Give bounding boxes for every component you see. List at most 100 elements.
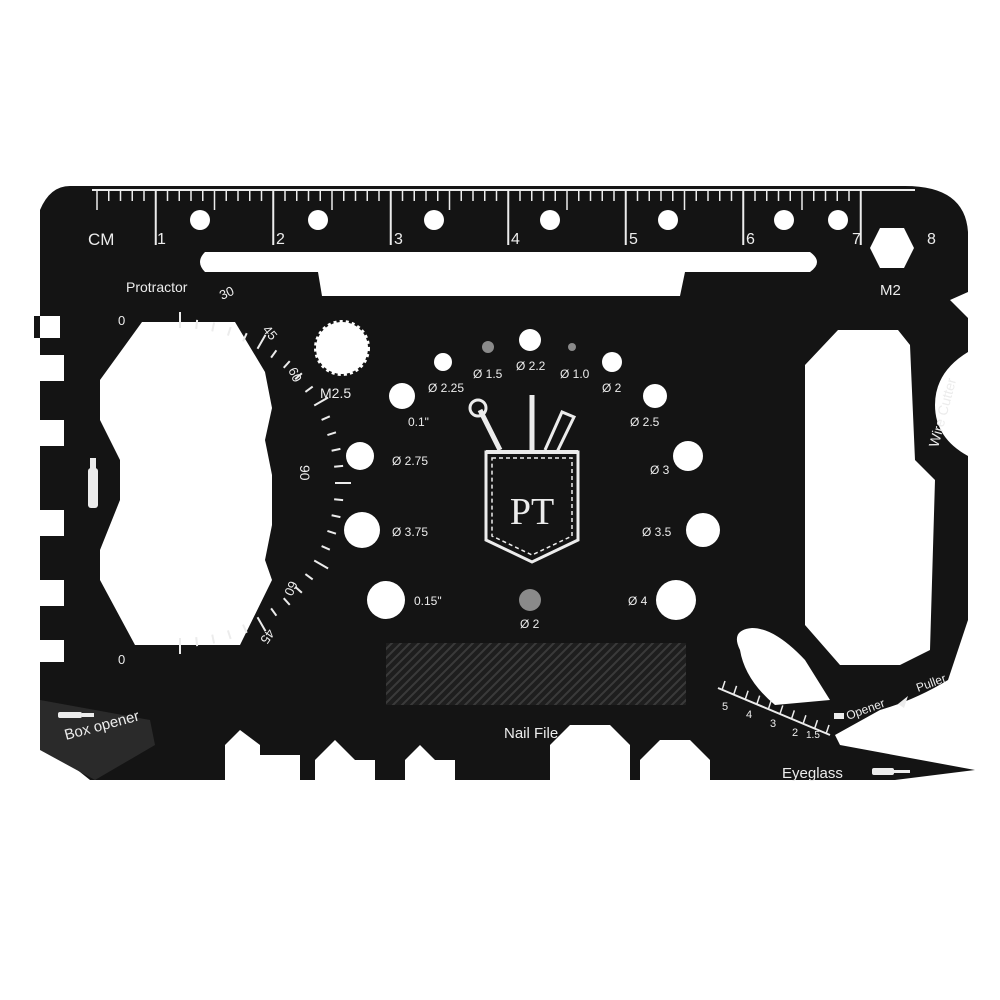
protractor-tick xyxy=(256,616,267,632)
wrench-scale xyxy=(717,680,831,736)
ruler-unit-label: CM xyxy=(88,230,114,249)
wrench-scale-number: 2 xyxy=(792,727,798,739)
wrench-scale-tick xyxy=(790,710,796,720)
gauge-labels: Ø 2.25 Ø 1.5 Ø 2.2 Ø 1.0 Ø 2 0.1" Ø 2.5 … xyxy=(392,359,672,631)
wrench-scale-tick xyxy=(744,690,749,701)
wrench-scale-number: 1.5 xyxy=(806,730,820,741)
logo-text: PT xyxy=(510,491,554,533)
protractor-tick xyxy=(226,630,232,640)
protractor-tick xyxy=(313,559,329,570)
protractor-tick xyxy=(242,332,248,342)
hole-label: Ø 3 xyxy=(650,463,670,477)
ruler: CM 1 2 3 4 5 6 7 8 xyxy=(88,189,936,249)
protractor-tick xyxy=(327,431,337,437)
protractor-tick xyxy=(313,396,329,407)
nail-file xyxy=(386,643,686,705)
ruler-number: 2 xyxy=(276,231,285,248)
protractor-tick xyxy=(321,545,331,551)
protractor-scale xyxy=(179,312,351,654)
protractor-tick xyxy=(334,464,344,468)
hole-label: Ø 1.0 xyxy=(560,367,590,381)
ruler-ticks xyxy=(96,190,862,245)
eyeglass-screwdriver-icon xyxy=(872,768,910,775)
protractor-tick xyxy=(304,573,314,581)
protractor-mark: 90 xyxy=(297,465,313,481)
protractor-tick xyxy=(270,349,278,359)
wrench-scale-tick xyxy=(721,680,726,691)
ruler-number: 6 xyxy=(746,231,755,248)
protractor-tick xyxy=(256,334,267,350)
hole-label: Ø 3.5 xyxy=(642,525,672,539)
hole-label: Ø 3.75 xyxy=(392,525,428,539)
left-comb xyxy=(34,355,64,662)
pocket-tools-icon xyxy=(468,395,580,564)
wrench-scale-tick xyxy=(755,695,761,705)
protractor-tick xyxy=(334,498,344,502)
bottom-teeth xyxy=(225,725,710,785)
protractor-mark: 30 xyxy=(217,283,236,303)
hole-label: Ø 1.5 xyxy=(473,367,503,381)
protractor-tick xyxy=(195,319,199,329)
hex-wrench-m2-5-hole xyxy=(314,320,370,376)
protractor-tick xyxy=(211,322,216,332)
hole-label: 0.15" xyxy=(414,594,442,608)
hole-label: Ø 2 xyxy=(520,617,540,631)
hole-label: Ø 4 xyxy=(628,594,648,608)
wrench-scale-tick xyxy=(732,685,738,696)
hole-label: 0.1" xyxy=(408,415,429,429)
protractor-tick xyxy=(321,415,331,421)
ruler-holes xyxy=(190,210,848,230)
hole-label: Ø 2.2 xyxy=(516,359,546,373)
protractor-mark: 45 xyxy=(257,626,278,646)
protractor-tick xyxy=(331,514,341,519)
protractor-tick xyxy=(294,372,303,381)
box-opener-blade xyxy=(40,700,155,780)
protractor-title: Protractor xyxy=(126,279,188,295)
hex-wrench-m2-hole xyxy=(870,228,914,268)
card-body xyxy=(34,186,975,780)
arrow-icon xyxy=(898,696,908,708)
protractor-tick xyxy=(195,637,199,647)
ruler-number: 3 xyxy=(394,231,403,248)
bottle-mini-icon xyxy=(834,713,844,719)
protractor-tick xyxy=(242,624,248,634)
long-slot xyxy=(200,252,817,296)
hole-label: Ø 2 xyxy=(602,381,622,395)
ruler-number: 7 xyxy=(852,231,861,248)
protractor-tick xyxy=(304,385,314,393)
large-hex-cutout xyxy=(805,330,935,665)
gauge-holes xyxy=(344,329,720,620)
hole-label: Ø 2.75 xyxy=(392,454,428,468)
wrench-scale-number: 5 xyxy=(722,701,728,713)
bottle-icon xyxy=(88,458,98,508)
wrench-scale-tick xyxy=(813,719,819,730)
hex-wrench-m2-label: M2 xyxy=(880,282,901,299)
protractor-tick xyxy=(294,585,303,594)
protractor-mark: 60 xyxy=(281,579,301,598)
wrench-scale-tick xyxy=(779,705,784,715)
hole-label: Ø 2.5 xyxy=(630,415,660,429)
protractor-mark: 0 xyxy=(118,313,125,328)
ruler-number: 5 xyxy=(629,231,638,248)
wrench-scale-number: 4 xyxy=(746,709,752,721)
wrench-scale-tick xyxy=(767,700,772,710)
protractor-tick xyxy=(327,529,337,535)
ruler-number: 1 xyxy=(157,231,166,248)
protractor-tick xyxy=(331,447,341,452)
wrench-scale-tick xyxy=(825,724,830,735)
hex-wrench-m2-5-label: M2.5 xyxy=(320,385,351,401)
protractor-tick xyxy=(211,634,216,644)
protractor-tick xyxy=(282,597,291,606)
protractor-mark: 60 xyxy=(285,365,305,384)
ruler-number: 4 xyxy=(511,231,520,248)
hex-wrench-cutout xyxy=(100,322,272,645)
wrench-scale-number: 3 xyxy=(770,718,776,730)
protractor-tick xyxy=(270,607,278,617)
nail-file-label: Nail File xyxy=(504,725,558,742)
ruler-number: 8 xyxy=(927,231,936,248)
protractor-tick xyxy=(282,360,291,369)
protractor-tick xyxy=(226,326,232,336)
eyeglass-label: Eyeglass xyxy=(782,765,843,782)
wrench-scale-edge xyxy=(717,687,831,736)
